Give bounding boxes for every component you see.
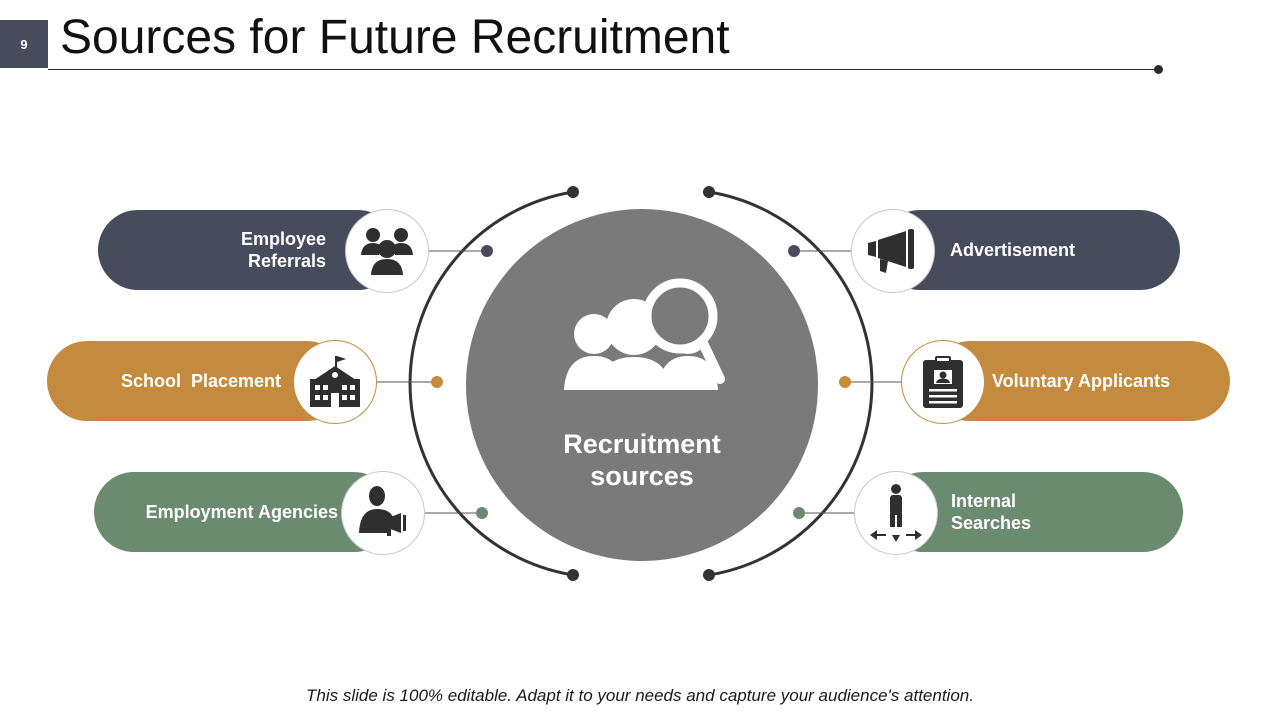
search-people-icon [564,278,725,390]
source-label: Advertisement [950,240,1076,260]
slide-title: Sources for Future Recruitment [60,11,730,64]
source-label: Voluntary Applicants [992,371,1171,391]
center-hub [466,209,818,561]
connector-dot-advertisement [788,245,800,257]
slide-number: 9 [0,20,48,68]
center-label: Recruitment sources [563,429,721,491]
left-arc-top-cap [567,186,579,198]
title-underline-dot [1154,65,1163,74]
slide-footer-note: This slide is 100% editable. Adapt it to… [306,686,974,705]
title-underline [48,69,1156,70]
connector-dot-voluntary-applicants [839,376,851,388]
right-arc-top-cap [703,186,715,198]
source-label: School Placement [120,371,281,391]
source-label: Internal Searches [951,491,1032,533]
advertisement-icon-disc [851,209,935,293]
voluntary-applicants-icon-disc [901,340,985,424]
school-building-icon [310,356,360,407]
employment-agencies-icon-disc [341,471,425,555]
left-arc [408,190,574,577]
right-arc-bottom-cap [703,569,715,581]
connector-dot-employment-agencies [476,507,488,519]
right-arc [708,190,874,577]
agent-megaphone-icon [359,486,406,536]
source-label: Employment Agencies [145,502,338,522]
source-label: Employee Referrals [240,229,326,271]
internal-searches-icon-disc [854,471,938,555]
employee-referrals-icon-disc [345,209,429,293]
connector-dot-employee-referrals [481,245,493,257]
school-placement-icon-disc [293,340,377,424]
connector-dot-internal-searches [793,507,805,519]
clipboard-profile-icon [923,356,963,408]
connector-dot-school-placement [431,376,443,388]
megaphone-icon [868,229,914,273]
person-arrows-icon [870,484,922,542]
left-arc-bottom-cap [567,569,579,581]
people-group-icon [361,228,413,275]
